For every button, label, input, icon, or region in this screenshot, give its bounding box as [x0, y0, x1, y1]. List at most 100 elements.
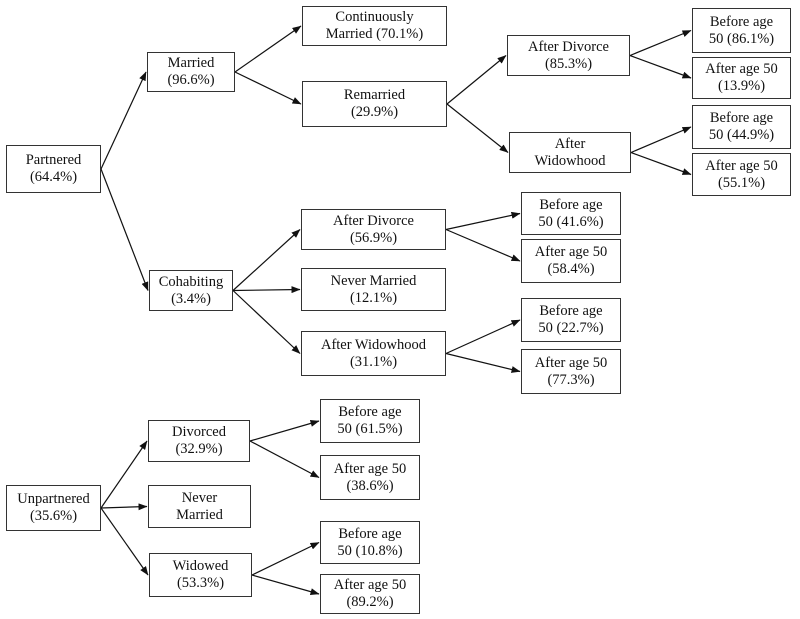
node-label: Before age: [539, 303, 603, 319]
node-label: Never: [181, 489, 218, 506]
arrow-widowed-to-wid_before50: [251, 541, 320, 576]
node-label: Widowed: [172, 558, 229, 574]
arrow-coh_after_divorce-to-coh_div_after50: [445, 228, 521, 262]
arrow-remarried-to-rem_after_divorce: [446, 55, 507, 105]
node-label-2: Widowhood: [534, 152, 606, 169]
node-label: Before age: [338, 404, 402, 420]
node-remarried-widowhood-after-50: After age 50 (55.1%): [692, 153, 791, 196]
node-label: Partnered: [25, 152, 82, 168]
node-label: Never Married: [330, 272, 417, 289]
arrow-rem_after_widowhood-to-rem_wid_before50: [630, 126, 692, 154]
node-cohabiting-after-divorce: After Divorce (56.9%): [301, 209, 446, 250]
node-label: After age 50: [333, 577, 407, 593]
node-percent: (31.1%): [349, 353, 398, 370]
node-cohabiting-after-widowhood: After Widowhood (31.1%): [301, 331, 446, 376]
node-partnered: Partnered (64.4%): [6, 145, 101, 193]
node-label: Before age: [709, 110, 774, 126]
node-unpartnered: Unpartnered (35.6%): [6, 485, 101, 531]
arrow-partnered-to-cohabiting: [100, 168, 149, 291]
node-cohabiting-divorce-before-50: Before age 50 (41.6%): [521, 192, 621, 235]
arrow-divorced-to-div_after50: [249, 440, 320, 479]
arrow-married-to-continuously_married: [234, 25, 302, 73]
arrow-unpartnered-to-unp_never_married: [100, 503, 148, 511]
node-divorced-before-50: Before age 50 (61.5%): [320, 399, 420, 443]
node-percent: (35.6%): [29, 508, 78, 524]
node-label: Divorced: [172, 424, 226, 440]
node-percent: 50 (22.7%): [538, 320, 604, 336]
node-label: Remarried: [343, 87, 406, 103]
arrow-cohabiting-to-coh_after_widowhood: [232, 290, 301, 354]
node-label: After: [554, 135, 586, 152]
arrow-partnered-to-married: [100, 71, 147, 170]
node-percent: (58.4%): [547, 261, 595, 277]
node-percent: (53.3%): [176, 575, 225, 591]
node-remarried-divorce-after-50: After age 50 (13.9%): [692, 57, 791, 99]
node-percent: 50 (86.1%): [708, 30, 775, 47]
node-continuously-married: Continuously Married (70.1%): [302, 6, 447, 46]
arrow-remarried-to-rem_after_widowhood: [446, 103, 509, 153]
arrow-coh_after_divorce-to-coh_div_before50: [445, 211, 521, 231]
node-remarried-widowhood-before-50: Before age 50 (44.9%): [692, 105, 791, 149]
arrow-coh_after_widowhood-to-coh_wid_after50: [445, 352, 521, 373]
node-label-2: Married: [176, 506, 223, 523]
arrow-married-to-remarried: [234, 71, 302, 105]
node-remarried-after-divorce: After Divorce (85.3%): [507, 35, 630, 76]
node-percent: (64.4%): [29, 169, 78, 185]
node-percent: (85.3%): [544, 55, 593, 72]
arrow-cohabiting-to-coh_after_divorce: [232, 229, 301, 291]
node-cohabiting-widowhood-after-50: After age 50 (77.3%): [521, 349, 621, 394]
node-label: After Widowhood: [320, 336, 427, 353]
node-label: Before age: [338, 525, 402, 542]
node-percent: (13.9%): [717, 78, 766, 94]
node-percent: 50 (44.9%): [708, 127, 775, 143]
node-percent: (89.2%): [346, 594, 394, 610]
node-cohabiting-widowhood-before-50: Before age 50 (22.7%): [521, 298, 621, 342]
arrow-rem_after_divorce-to-rem_div_after50: [629, 54, 692, 79]
node-remarried-divorce-before-50: Before age 50 (86.1%): [692, 8, 791, 53]
arrow-unpartnered-to-divorced: [100, 440, 148, 509]
node-widowed: Widowed (53.3%): [149, 553, 252, 597]
arrow-rem_after_divorce-to-rem_div_before50: [629, 29, 692, 57]
node-label: Before age: [709, 13, 774, 30]
node-percent: 50 (61.5%): [337, 421, 403, 437]
node-percent: (38.6%): [346, 477, 394, 494]
node-percent: (55.1%): [717, 174, 766, 191]
node-label: Continuously: [335, 9, 414, 25]
node-label: After Divorce: [333, 212, 414, 229]
node-percent: (32.9%): [175, 441, 223, 457]
node-married: Married (96.6%): [147, 52, 235, 92]
node-label: After age 50: [705, 61, 778, 77]
node-divorced: Divorced (32.9%): [148, 420, 250, 462]
arrow-divorced-to-div_before50: [249, 420, 320, 442]
node-percent: (96.6%): [167, 72, 215, 88]
node-label: Before age: [539, 196, 603, 213]
node-percent: (29.9%): [350, 104, 399, 120]
node-remarried: Remarried (29.9%): [302, 81, 447, 127]
arrow-rem_after_widowhood-to-rem_wid_after50: [630, 151, 692, 176]
node-label: After age 50: [534, 244, 608, 260]
node-label: After age 50: [534, 354, 608, 371]
node-percent: Married (70.1%): [325, 26, 424, 42]
node-percent: 50 (10.8%): [337, 542, 403, 559]
node-cohabiting: Cohabiting (3.4%): [149, 270, 233, 311]
arrow-cohabiting-to-coh_never_married: [232, 286, 301, 294]
node-percent: (77.3%): [547, 371, 595, 388]
node-label: After Divorce: [528, 38, 609, 55]
node-label: After age 50: [333, 460, 407, 477]
node-percent: 50 (41.6%): [538, 213, 604, 230]
node-widowed-after-50: After age 50 (89.2%): [320, 574, 420, 614]
arrow-widowed-to-wid_after50: [251, 574, 320, 596]
node-percent: (56.9%): [349, 229, 398, 246]
node-label: Cohabiting: [158, 273, 224, 290]
node-label: After age 50: [705, 157, 778, 174]
arrow-unpartnered-to-widowed: [100, 507, 149, 576]
node-cohabiting-never-married: Never Married (12.1%): [301, 268, 446, 311]
arrow-coh_after_widowhood-to-coh_wid_before50: [445, 319, 521, 355]
node-divorced-after-50: After age 50 (38.6%): [320, 455, 420, 500]
node-label: Married: [167, 55, 215, 71]
node-unpartnered-never-married: Never Married: [148, 485, 251, 528]
node-widowed-before-50: Before age 50 (10.8%): [320, 521, 420, 564]
node-remarried-after-widowhood: After Widowhood: [509, 132, 631, 173]
node-label: Unpartnered: [17, 491, 90, 507]
